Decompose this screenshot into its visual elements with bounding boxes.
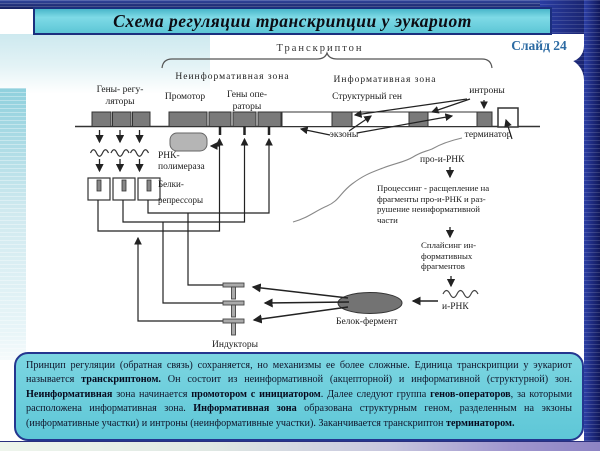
right-navy-band: [584, 0, 600, 443]
label-exons: экзоны: [329, 130, 359, 140]
content-area-main: [26, 58, 584, 354]
slide-number-tab: [498, 34, 584, 62]
structural-gene-box: [281, 111, 493, 127]
label-operator-genes: Гены опе- раторы: [226, 90, 268, 112]
label-noninformative-zone: Неинформативная зона: [175, 72, 290, 82]
label-inducers: Индукторы: [212, 340, 258, 350]
pro-mrna-strand: [292, 137, 463, 223]
feedback-lines: [97, 137, 273, 322]
promoter-box: [168, 111, 208, 127]
teal-wash-decoration: [0, 34, 210, 94]
label-introns: интроны: [469, 86, 505, 96]
repressor-protein-boxes: [87, 177, 161, 201]
enzyme-to-inducer-arrows: [251, 283, 350, 324]
label-protein-enzyme: Белок-фермент: [336, 317, 398, 327]
rna-polymerase-shape: [169, 132, 208, 152]
regulator-mrna-squiggles: [89, 149, 150, 157]
label-mrna: и-РНК: [442, 302, 469, 312]
label-splicing: Сплайсинг ин- формативных фрагментов: [421, 240, 477, 272]
label-repressor-proteins: Белки- репрессоры: [158, 179, 204, 205]
label-processing: Процессинг - расщепление на фрагменты пр…: [377, 183, 490, 226]
terminator-box: [497, 107, 519, 128]
transcripton-brace: [161, 51, 493, 69]
operator-ticks: [218, 126, 271, 135]
regulator-gene-boxes: [91, 111, 151, 127]
mrna-squiggle: [442, 289, 479, 299]
footer-text-box: Принцип регуляции (обратная связь) сохра…: [14, 352, 584, 441]
label-informative-zone: Информативная зона: [333, 75, 437, 85]
label-terminator: терминатор: [464, 130, 512, 140]
slide-title: Схема регуляции транскрипции у эукариот: [33, 7, 552, 35]
intron-segments: [331, 111, 493, 127]
label-structural-gene: Структурный ген: [332, 92, 402, 102]
slide-number: Слайд 24: [511, 38, 567, 53]
protein-enzyme-ellipse: [337, 292, 403, 314]
label-regulator-genes: Гены- регу- ляторы: [96, 85, 144, 107]
label-rna-polymerase: РНК- полимераза: [158, 151, 205, 173]
pointer-arrows: [299, 98, 513, 140]
label-promoter: Промотор: [164, 92, 206, 102]
top-navy-strip: [0, 0, 600, 9]
operator-gene-boxes: [208, 111, 282, 127]
label-transcripton: Транскриптон: [276, 43, 364, 54]
label-pro-mrna: про-и-РНК: [420, 155, 465, 165]
left-teal-stripe: [0, 88, 26, 360]
regulator-arrows: [95, 130, 144, 173]
processing-flow-arrows: [445, 167, 456, 288]
inducer-shapes: [222, 282, 245, 336]
bottom-gradient-strip: [0, 441, 600, 451]
